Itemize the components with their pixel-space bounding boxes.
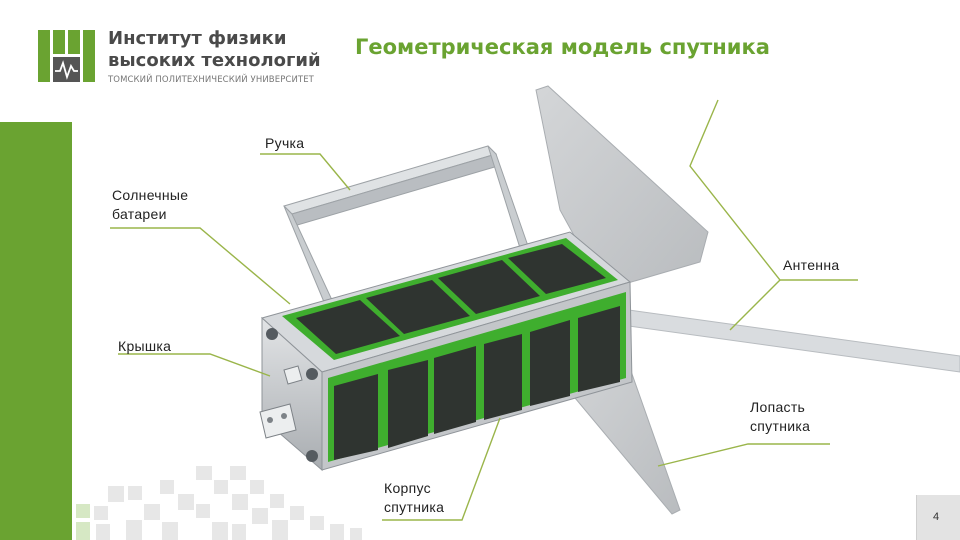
label-blade: Лопасть спутника [750, 398, 810, 436]
label-body: Корпус спутника [384, 479, 444, 517]
leader-lid [118, 353, 271, 377]
lid-face [261, 316, 323, 472]
leader-antenna-lower [729, 279, 781, 331]
slide-title: Геометрическая модель спутника [355, 35, 770, 59]
logo-title-line2: высоких технологий [108, 50, 321, 71]
label-solar-line2: батареи [112, 206, 167, 222]
logo-title-line1: Институт физики [108, 28, 287, 49]
label-solar-line1: Солнечные [112, 187, 189, 203]
page-number: 4 [932, 511, 940, 523]
leader-handle [260, 153, 351, 191]
leader-solar [110, 227, 291, 305]
label-handle: Ручка [265, 134, 304, 153]
label-antenna-text: Антенна [783, 257, 840, 273]
leader-blade [657, 443, 830, 467]
label-body-line2: спутника [384, 499, 445, 515]
leader-body [382, 417, 501, 521]
left-accent-bar [0, 122, 72, 540]
leader-antenna-upper [689, 99, 858, 281]
label-handle-text: Ручка [265, 135, 305, 151]
logo-subtitle: ТОМСКИЙ ПОЛИТЕХНИЧЕСКИЙ УНИВЕРСИТЕТ [108, 75, 314, 85]
label-antenna: Антенна [783, 256, 839, 275]
page-number-box: 4 [916, 495, 960, 540]
label-lid: Крышка [118, 337, 171, 356]
label-lid-text: Крышка [118, 338, 172, 354]
institute-logo-icon [38, 30, 95, 82]
leader-lines [110, 99, 858, 521]
logo-title: Институт физики высоких технологий [108, 28, 348, 72]
antenna-rod [599, 305, 960, 373]
label-blade-line1: Лопасть [750, 399, 806, 415]
label-body-line1: Корпус [384, 480, 431, 496]
handle-part [283, 145, 529, 303]
top-solar-panels [282, 238, 618, 360]
side-solar-panels [328, 292, 626, 462]
label-solar-panels: Солнечные батареи [112, 186, 188, 224]
label-blade-line2: спутника [750, 418, 811, 434]
